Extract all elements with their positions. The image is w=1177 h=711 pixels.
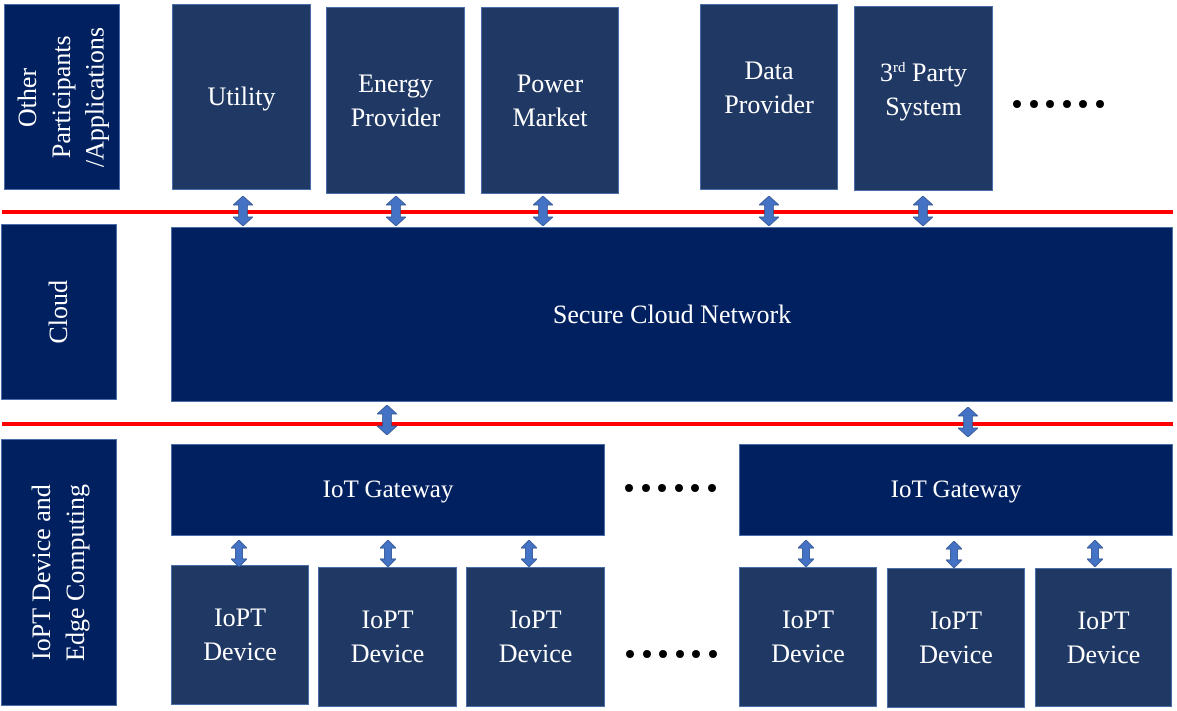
device-label: Device <box>771 639 845 668</box>
ellipsis-dot <box>625 484 633 492</box>
iopt-device-2: IoPT Device <box>318 567 457 707</box>
participant-power-market: Power Market <box>481 7 619 194</box>
ellipsis-dot <box>659 650 667 658</box>
participant-label: Energy <box>358 68 433 98</box>
ellipsis-dot <box>708 650 717 658</box>
participant-label: Party <box>905 57 967 87</box>
ellipsis-dot <box>658 484 666 492</box>
device-label: IoPT <box>930 606 982 636</box>
iopt-device-5: IoPT Device <box>887 568 1025 708</box>
participant-label: Data <box>744 56 794 86</box>
layer-label-edge: IoPT Device and Edge Computing <box>1 439 117 706</box>
arrow-utility-cloud-icon <box>233 196 253 226</box>
ellipsis-dot <box>626 650 634 658</box>
arrow-cloud-gateway-2-icon <box>958 407 978 437</box>
iopt-device-3: IoPT Device <box>466 567 605 707</box>
arrow-gateway-device-6-icon <box>1087 540 1103 567</box>
ellipsis-dot <box>1029 100 1038 108</box>
secure-cloud-network: Secure Cloud Network <box>171 227 1173 402</box>
arrow-3rd-party-cloud-icon <box>913 196 933 226</box>
device-label: Device <box>203 637 277 666</box>
participant-label: Market <box>512 102 588 132</box>
participant-label: Power <box>516 68 584 98</box>
device-label: IoPT <box>214 603 266 633</box>
label-line: Participants <box>47 35 77 159</box>
participant-label: System <box>885 91 962 121</box>
layer-label-cloud-text: Cloud <box>44 280 74 344</box>
arrow-gateway-device-4-icon <box>798 540 814 567</box>
gateway-label: IoT Gateway <box>890 475 1022 503</box>
ellipsis-dot <box>675 650 684 658</box>
boundary-line-bottom <box>2 422 1173 426</box>
participant-label: Provider <box>724 90 814 119</box>
device-label: Device <box>919 640 993 669</box>
arrow-gateway-device-2-icon <box>380 540 396 567</box>
arrow-gateway-device-5-icon <box>946 541 962 568</box>
ordinal-suffix: rd <box>893 59 906 76</box>
iopt-device-4: IoPT Device <box>739 567 877 707</box>
participant-utility: Utility <box>172 4 311 190</box>
label-line: Edge Computing <box>61 484 90 661</box>
layer-label-edge-text: IoPT Device and Edge Computing <box>25 484 93 661</box>
arrow-gateway-device-3-icon <box>521 540 537 567</box>
arrow-energy-provider-cloud-icon <box>386 196 406 226</box>
iopt-device-1: IoPT Device <box>171 565 309 705</box>
label-line: IoPT Device and <box>27 484 57 661</box>
ellipsis-dot <box>642 650 651 658</box>
label-line: /Applications <box>80 26 110 168</box>
gateway-label: IoT Gateway <box>322 475 454 503</box>
device-label: Device <box>498 639 573 668</box>
arrow-data-provider-cloud-icon <box>759 196 779 226</box>
participant-data-provider: Data Provider <box>700 4 838 190</box>
arrow-power-market-cloud-icon <box>533 196 553 226</box>
gateways-ellipsis <box>625 484 716 492</box>
ellipsis-dot <box>1079 100 1087 108</box>
participant-label: Provider <box>350 102 441 132</box>
ellipsis-dot <box>1046 100 1054 108</box>
participants-ellipsis <box>1013 100 1104 108</box>
ellipsis-dot <box>674 484 683 492</box>
boundary-line-top <box>2 210 1173 214</box>
device-label: Device <box>1066 639 1141 669</box>
ellipsis-dot <box>641 484 650 492</box>
ellipsis-dot <box>691 484 699 492</box>
layer-label-participants-text: Other Participants /Applications <box>11 27 112 167</box>
device-label: IoPT <box>361 605 414 635</box>
iopt-device-6: IoPT Device <box>1035 568 1172 707</box>
device-label: IoPT <box>1077 605 1130 635</box>
arrow-cloud-gateway-1-icon <box>377 405 397 435</box>
cloud-network-label: Secure Cloud Network <box>552 299 792 329</box>
layer-label-cloud: Cloud <box>1 224 117 400</box>
participant-3rd-party-system: 3rd Party System <box>854 6 993 191</box>
participant-label: Utility <box>207 82 276 112</box>
participant-label: 3 <box>880 57 894 87</box>
iot-gateway-1: IoT Gateway <box>171 444 605 536</box>
ellipsis-dot <box>692 650 700 658</box>
device-label: IoPT <box>782 605 834 635</box>
ellipsis-dot <box>1095 100 1104 108</box>
iot-gateway-2: IoT Gateway <box>739 444 1173 536</box>
arrow-gateway-device-1-icon <box>231 540 247 567</box>
ellipsis-dot <box>1062 100 1071 108</box>
participant-energy-provider: Energy Provider <box>326 7 465 194</box>
devices-ellipsis <box>626 650 717 658</box>
device-label: Device <box>350 639 425 668</box>
label-line: Other <box>13 67 43 127</box>
ellipsis-dot <box>707 484 716 492</box>
layer-label-participants: Other Participants /Applications <box>4 4 120 190</box>
ellipsis-dot <box>1013 100 1021 108</box>
device-label: IoPT <box>509 605 562 635</box>
